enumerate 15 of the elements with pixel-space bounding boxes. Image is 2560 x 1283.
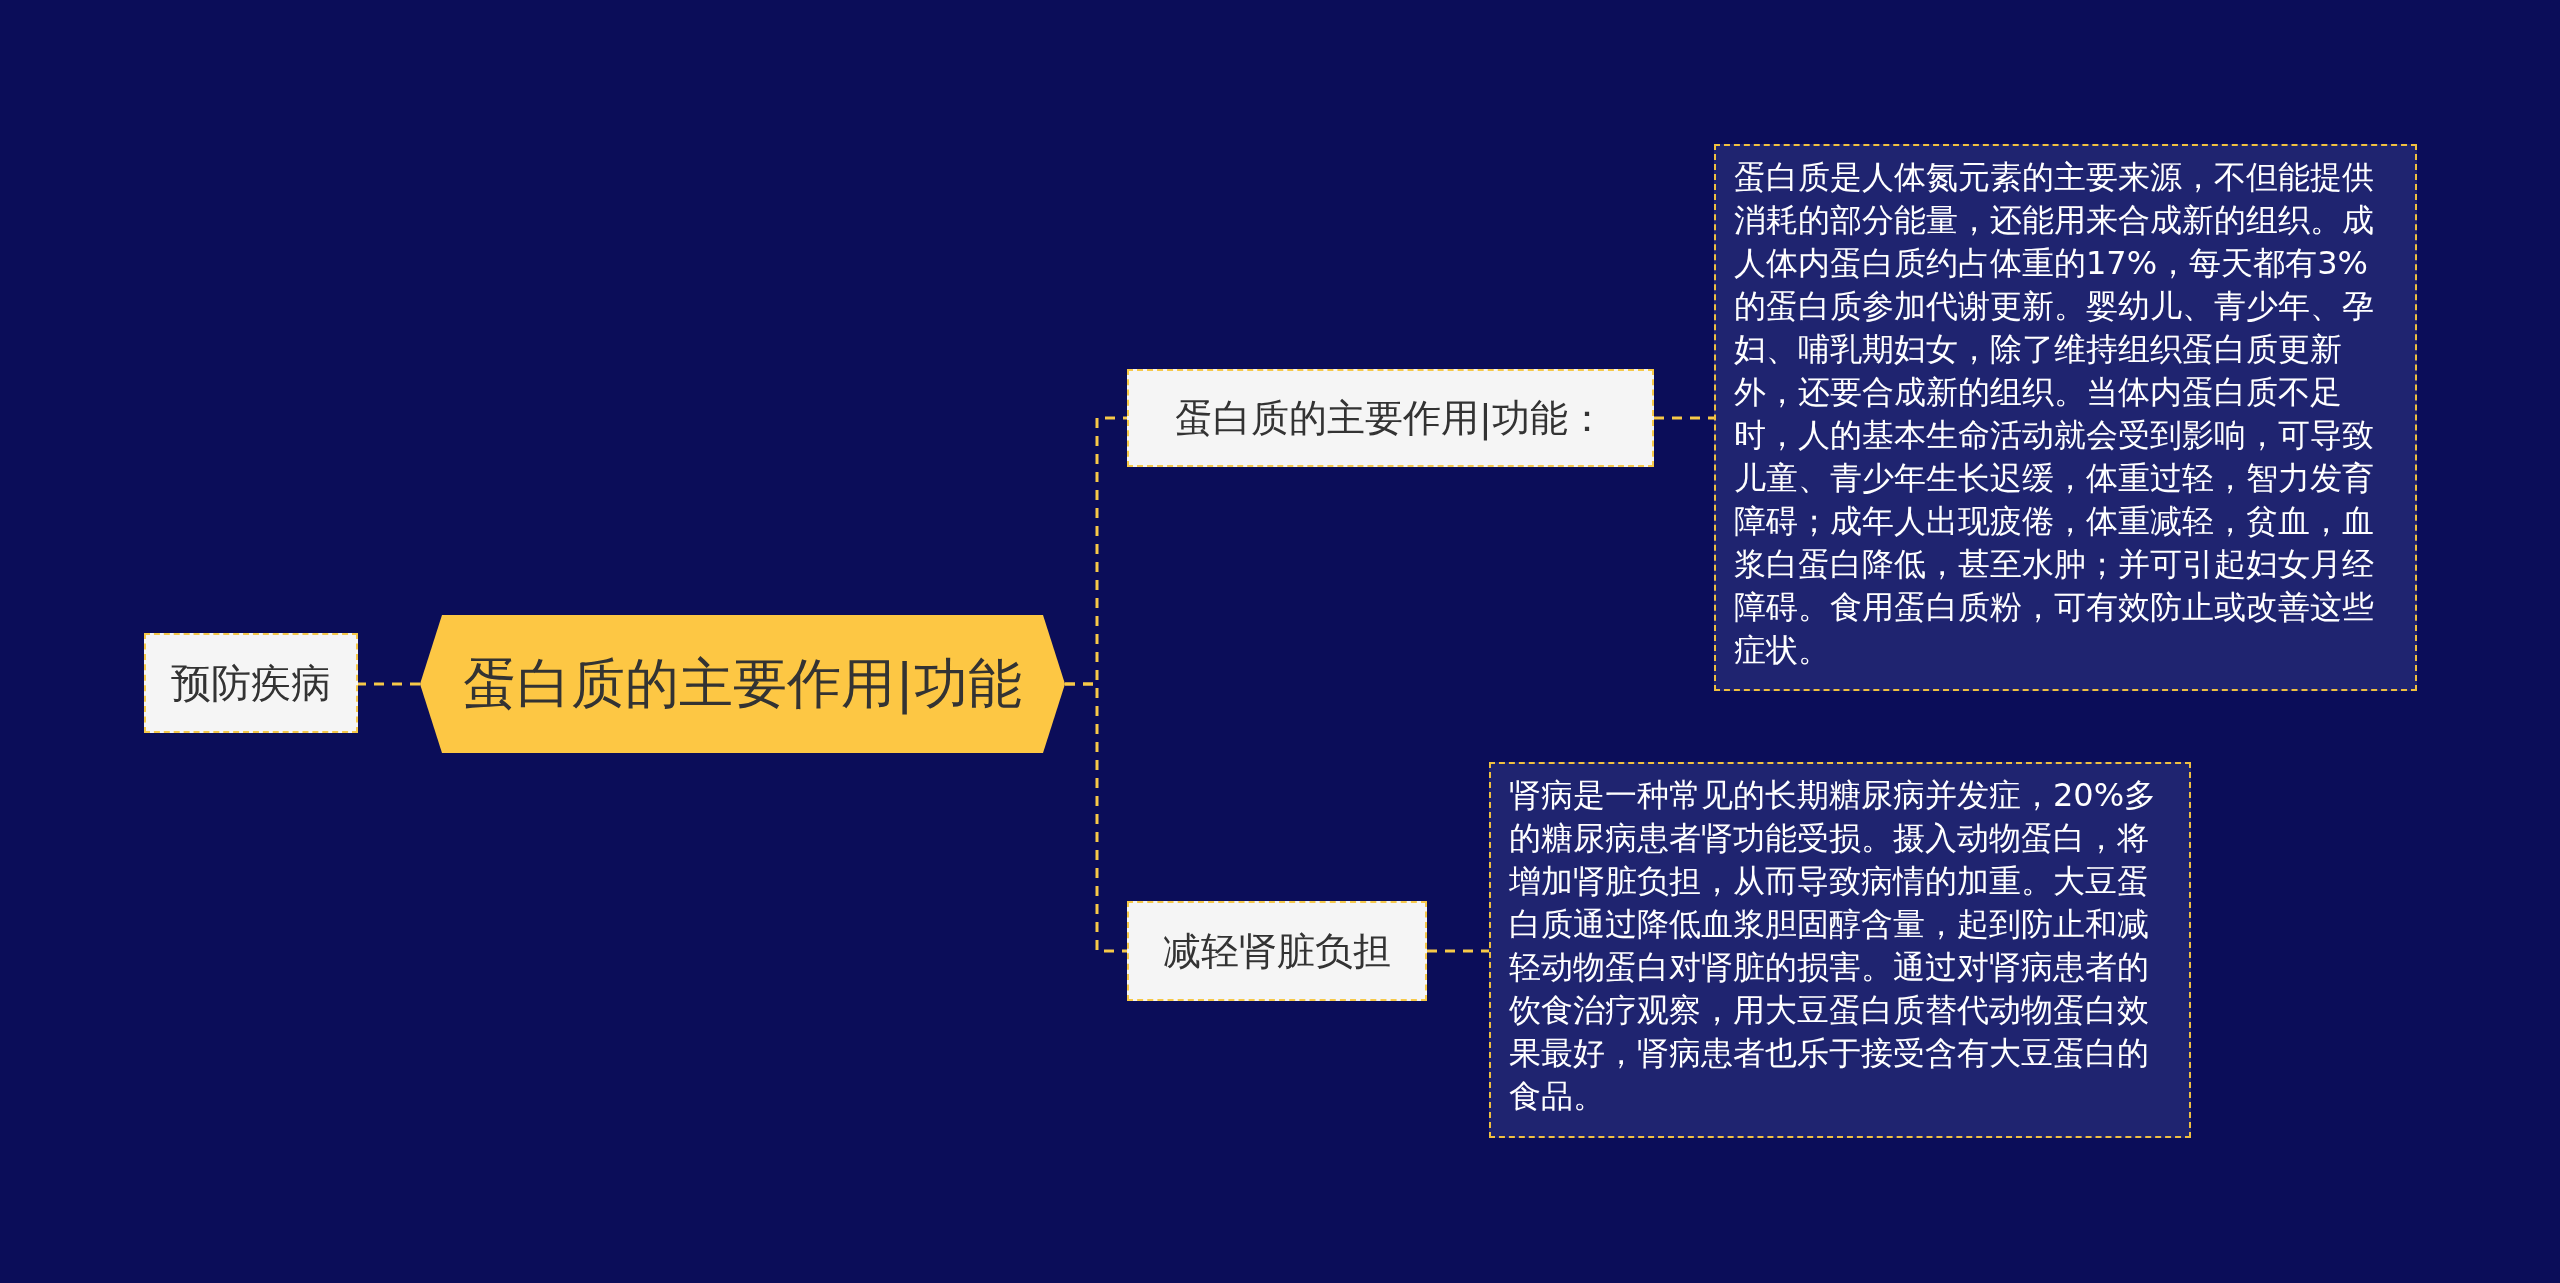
- topic-box: [1127, 369, 1654, 467]
- connector-line: [1065, 682, 1127, 953]
- topic-label: 减轻肾脏负担: [1163, 927, 1391, 975]
- connector-line: [1427, 949, 1489, 953]
- connector-line: [358, 682, 420, 686]
- topic-label: 蛋白质的主要作用|功能: [463, 650, 1022, 717]
- topic-box: [144, 633, 358, 733]
- note-box: [1489, 762, 2191, 1138]
- central-topic-hexagon: [420, 615, 1065, 753]
- topic-label: 蛋白质的主要作用|功能：: [1175, 394, 1606, 443]
- topic-box: [1127, 901, 1427, 1001]
- note-text: 蛋白质是人体氮元素的主要来源，不但能提供消耗的部分能量，还能用来合成新的组织。成人体内蛋白质约占体重的17%，每天都有3%的蛋白质参加代谢更新。婴幼儿、青少年、孕妇、哺乳期妇女，除了维持组织蛋白质更新外，还要合成新的组织。当体内蛋白质不足时，人的基本生命活动就会受到影响，可导致儿童、青少年生长迟缓，体重过轻，智力发育障碍；成年人出现疲倦，体重减轻，贫血，血浆白蛋白降低，甚至水肿；并可引起妇女月经障碍。食用蛋白质粉，可有效防止或改善这些症状。: [1734, 157, 2375, 671]
- note-text: 肾病是一种常见的长期糖尿病并发症，20%多的糖尿病患者肾功能受损。摄入动物蛋白，将增加肾脏负担，从而导致病情的加重。大豆蛋白质通过降低血浆胆固醇含量，起到防止和减轻动物蛋白对肾脏的损害。通过对肾病患者的饮食治疗观察，用大豆蛋白质替代动物蛋白效果最好，肾病患者也乐于接受含有大豆蛋白的食品。: [1509, 775, 2158, 1117]
- connector-line: [1654, 416, 1714, 420]
- topic-label: 预防疾病: [171, 658, 331, 708]
